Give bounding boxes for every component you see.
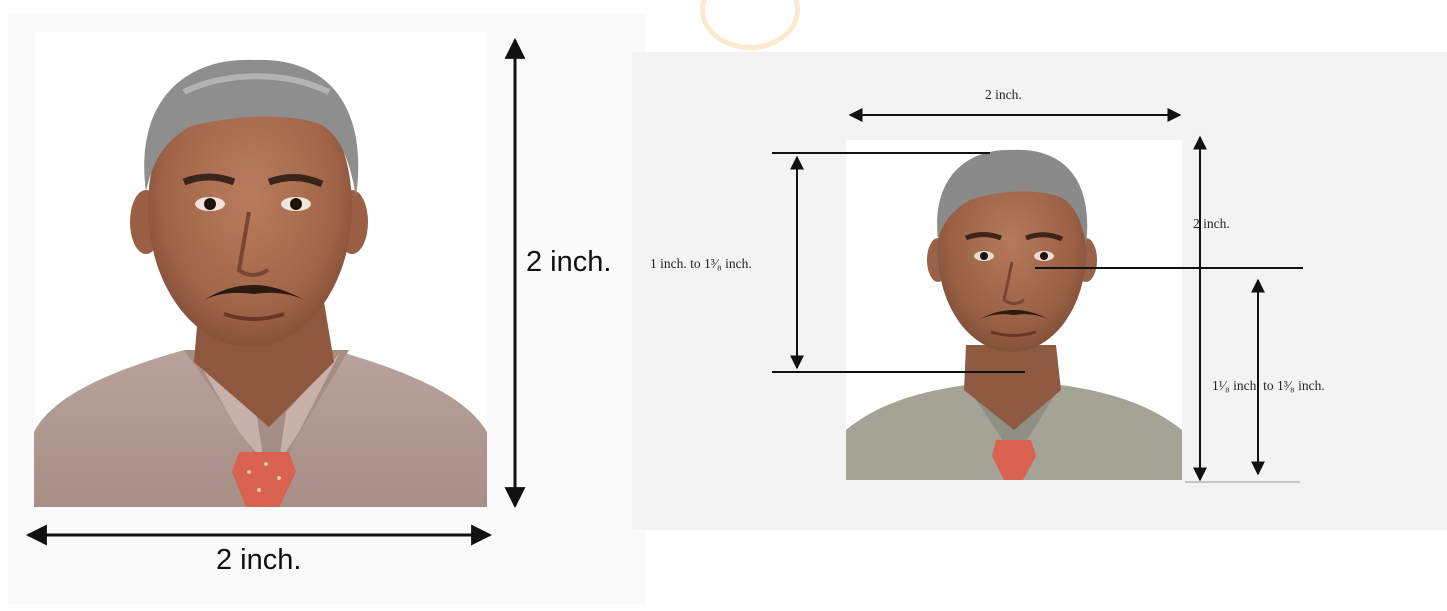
head-height-label: 1 inch. to 1³⁄₈ inch.: [650, 256, 752, 271]
right-width-label: 2 inch.: [985, 87, 1022, 102]
right-height-label: 2 inch.: [1193, 216, 1230, 231]
left-height-label: 2 inch.: [526, 246, 612, 278]
right-passport-photo: [846, 140, 1182, 480]
left-passport-photo: [34, 32, 487, 507]
eye-height-label: 1¹⁄₈ inch. to 1³⁄₈ inch.: [1212, 378, 1325, 393]
left-width-label: 2 inch.: [216, 544, 302, 576]
